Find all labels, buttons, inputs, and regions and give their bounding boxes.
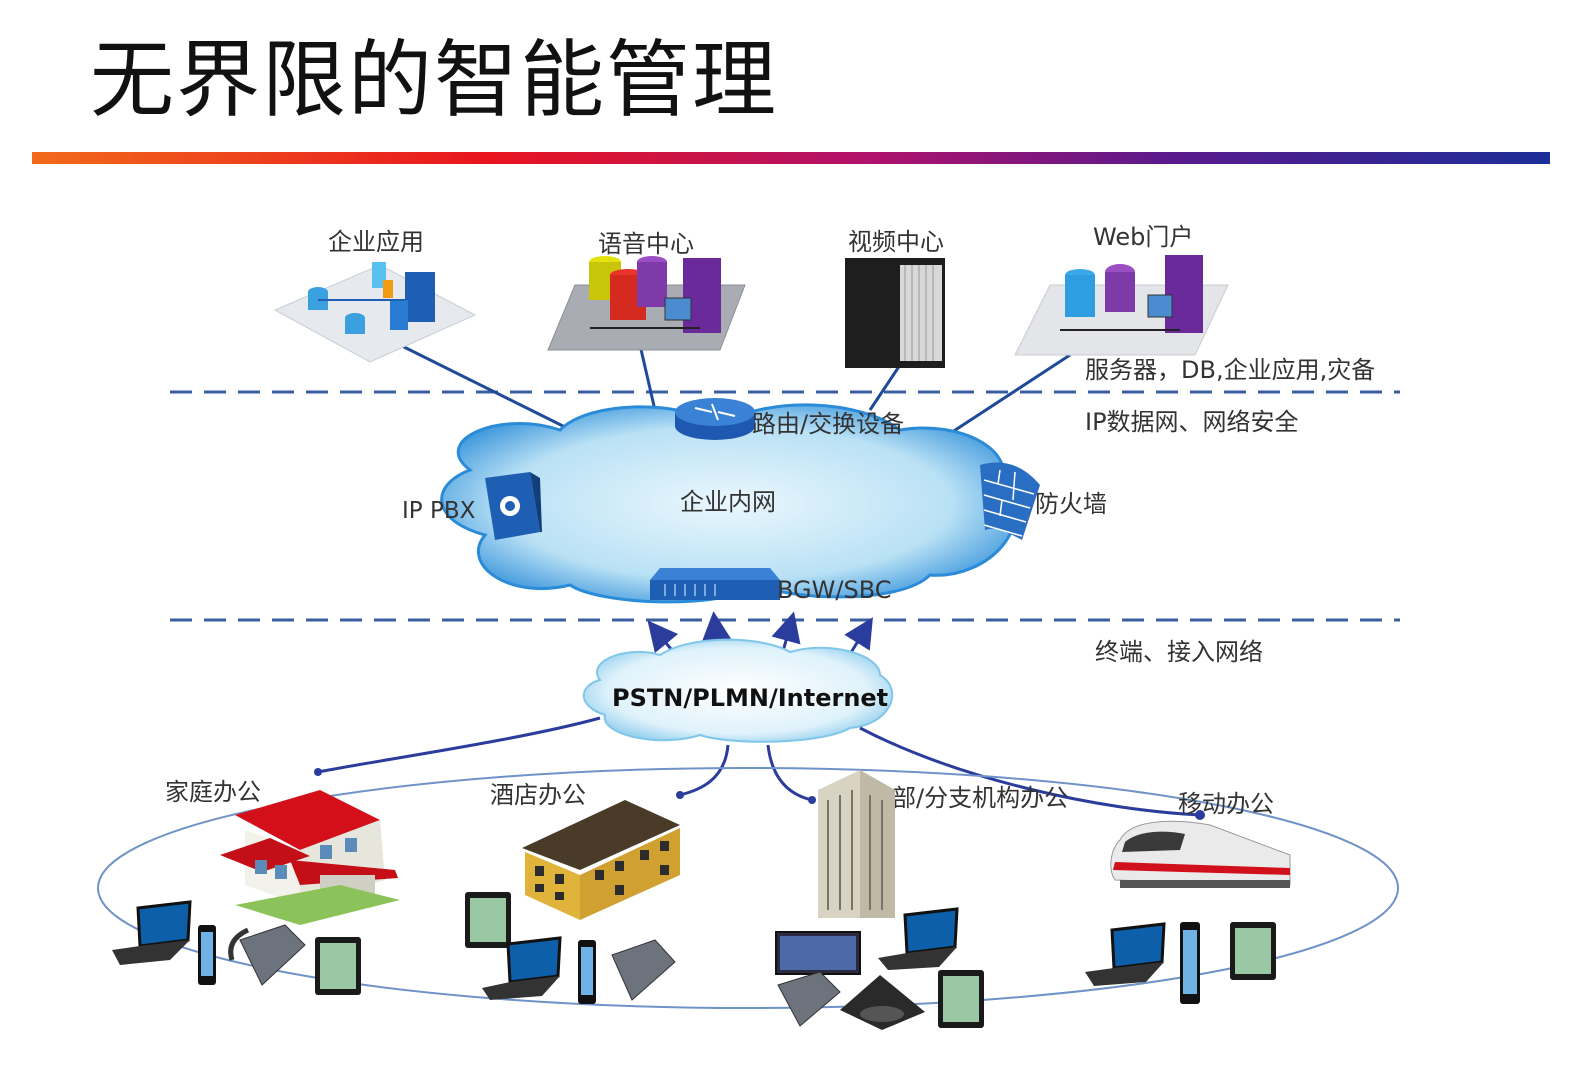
ip-pbx-label: IP PBX bbox=[402, 498, 476, 524]
phone-icon bbox=[777, 971, 841, 1027]
pbx-icon bbox=[485, 472, 542, 540]
house-icon bbox=[220, 790, 400, 925]
router-label: 路由/交换设备 bbox=[752, 410, 904, 438]
gateway-icon bbox=[650, 568, 780, 600]
laptop-icon bbox=[878, 907, 959, 970]
tablet-icon bbox=[315, 937, 361, 995]
title-rule bbox=[32, 152, 1550, 164]
laptop-icon bbox=[482, 936, 562, 1000]
tablet-icon bbox=[1230, 922, 1276, 980]
laptop-icon bbox=[1085, 922, 1166, 986]
hotel-icon bbox=[522, 800, 680, 920]
voice-center-icon bbox=[547, 256, 746, 351]
server-rack-icon bbox=[845, 258, 945, 368]
office-label-hotel: 酒店办公 bbox=[490, 781, 586, 809]
app-label-enterprise: 企业应用 bbox=[328, 228, 424, 256]
laptop-icon bbox=[112, 900, 192, 965]
intranet-cloud-label: 企业内网 bbox=[680, 488, 776, 516]
web-portal-icon bbox=[1014, 255, 1229, 356]
mobile-phone-icon bbox=[198, 925, 216, 985]
router-icon bbox=[675, 398, 755, 440]
public-network-cloud bbox=[582, 638, 894, 743]
conference-phone-icon bbox=[840, 975, 925, 1030]
office-label-home: 家庭办公 bbox=[165, 778, 261, 806]
video-screen-icon bbox=[775, 931, 861, 975]
tablet-icon bbox=[465, 892, 511, 948]
train-icon bbox=[1110, 820, 1291, 888]
office-label-mobile: 移动办公 bbox=[1178, 790, 1274, 818]
firewall-label: 防火墙 bbox=[1035, 490, 1107, 518]
layer-label-ip: IP数据网、网络安全 bbox=[1085, 408, 1299, 436]
downlinks bbox=[317, 716, 1201, 817]
firewall-icon bbox=[980, 462, 1040, 540]
tablet-icon bbox=[938, 970, 984, 1028]
office-building-icon bbox=[818, 770, 895, 918]
app-label-video: 视频中心 bbox=[848, 228, 944, 256]
app-label-web: Web门户 bbox=[1093, 223, 1193, 251]
public-network-label: PSTN/PLMN/Internet bbox=[612, 684, 888, 712]
enterprise-app-icon bbox=[273, 262, 477, 363]
phone-icon bbox=[611, 939, 676, 1001]
mobile-phone-icon bbox=[578, 940, 596, 1004]
layer-label-servers: 服务器，DB,企业应用,灾备 bbox=[1085, 356, 1375, 384]
layer-label-access: 终端、接入网络 bbox=[1095, 638, 1263, 666]
app-label-voice: 语音中心 bbox=[598, 230, 694, 258]
access-ring bbox=[97, 767, 1399, 1009]
mobile-phone-icon bbox=[1180, 922, 1200, 1004]
slide-title: 无界限的智能管理 bbox=[90, 31, 779, 129]
bgw-label: BGW/SBC bbox=[777, 576, 892, 604]
phone-icon bbox=[228, 924, 306, 986]
